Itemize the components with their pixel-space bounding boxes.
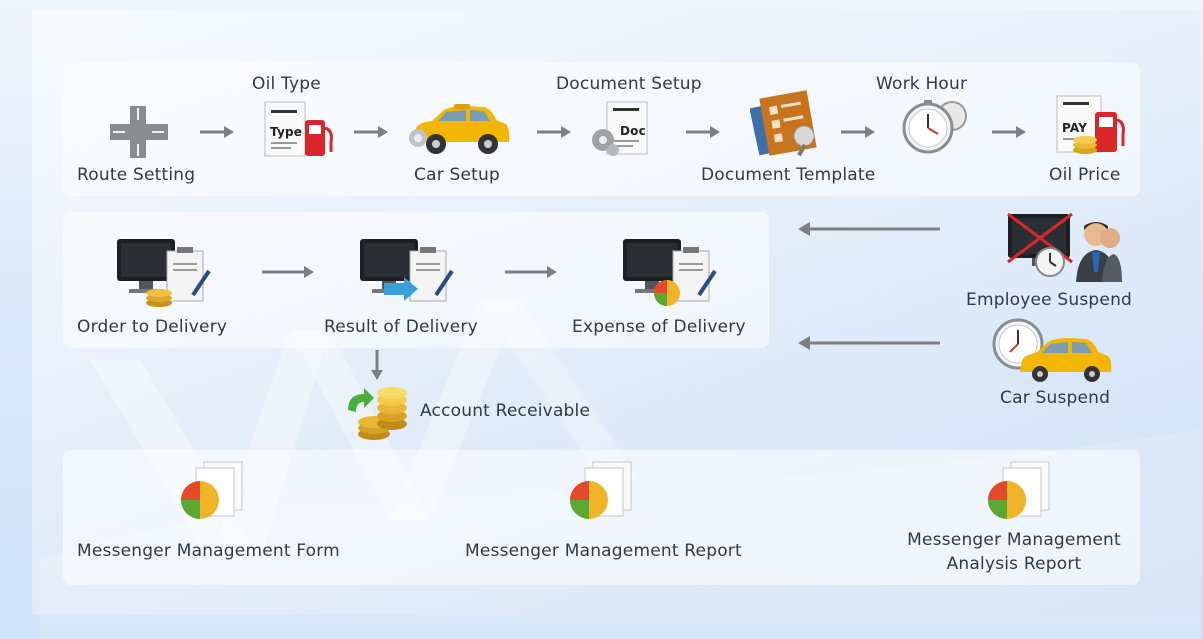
arrow-right-icon bbox=[992, 126, 1026, 138]
expense-of-delivery-label[interactable]: Expense of Delivery bbox=[572, 317, 746, 337]
result-monitor-icon[interactable] bbox=[358, 237, 456, 309]
car-setup-label[interactable]: Car Setup bbox=[414, 165, 500, 185]
setup-panel bbox=[63, 62, 1140, 196]
coins-refresh-icon[interactable] bbox=[342, 384, 412, 442]
arrow-down-icon bbox=[371, 350, 383, 380]
arrow-left-icon bbox=[798, 336, 940, 350]
pie-chart-document-icon[interactable] bbox=[985, 460, 1053, 524]
document-setup-doc-text: Doc bbox=[620, 124, 646, 138]
document-template-label[interactable]: Document Template bbox=[701, 165, 876, 185]
pie-chart-document-icon[interactable] bbox=[178, 460, 246, 524]
oil-type-doc-text: Type bbox=[270, 125, 303, 139]
order-monitor-icon[interactable] bbox=[115, 237, 213, 309]
arrow-right-icon bbox=[505, 266, 557, 278]
report-form-label[interactable]: Messenger Management Form bbox=[77, 541, 340, 561]
stopwatch-icon[interactable] bbox=[896, 100, 972, 154]
document-setup-icon[interactable] bbox=[589, 100, 655, 158]
oil-type-label[interactable]: Oil Type bbox=[252, 74, 321, 94]
route-setting-label[interactable]: Route Setting bbox=[77, 165, 196, 185]
arrow-right-icon bbox=[354, 126, 388, 138]
arrow-left-icon bbox=[798, 222, 940, 236]
arrow-right-icon bbox=[537, 126, 571, 138]
arrow-right-icon bbox=[200, 126, 234, 138]
oil-price-doc-text: PAY bbox=[1062, 121, 1088, 135]
report-label[interactable]: Messenger Management Report bbox=[465, 541, 742, 561]
employee-suspend-label[interactable]: Employee Suspend bbox=[966, 290, 1133, 310]
oil-price-icon[interactable] bbox=[1055, 94, 1127, 158]
car-suspend-icon[interactable] bbox=[990, 318, 1116, 382]
employee-suspend-icon[interactable] bbox=[1006, 212, 1122, 284]
analysis-report-label-line1[interactable]: Messenger Management bbox=[907, 530, 1121, 550]
expense-monitor-icon[interactable] bbox=[621, 237, 719, 309]
arrow-right-icon bbox=[686, 126, 720, 138]
result-of-delivery-label[interactable]: Result of Delivery bbox=[324, 317, 478, 337]
account-receivable-label[interactable]: Account Receivable bbox=[420, 401, 591, 421]
work-hour-label[interactable]: Work Hour bbox=[876, 74, 968, 94]
road-crossing-icon[interactable] bbox=[110, 106, 168, 158]
oil-price-label[interactable]: Oil Price bbox=[1049, 165, 1121, 185]
document-setup-label[interactable]: Document Setup bbox=[556, 74, 702, 94]
car-setup-icon[interactable] bbox=[406, 104, 512, 158]
analysis-report-label-line2[interactable]: Analysis Report bbox=[946, 554, 1082, 574]
order-to-delivery-label[interactable]: Order to Delivery bbox=[77, 317, 228, 337]
oil-type-document-icon[interactable] bbox=[263, 100, 335, 160]
document-template-icon[interactable] bbox=[750, 90, 822, 158]
car-suspend-label[interactable]: Car Suspend bbox=[1000, 388, 1111, 408]
arrow-right-icon bbox=[841, 126, 875, 138]
pie-chart-document-icon[interactable] bbox=[567, 460, 635, 524]
arrow-right-icon bbox=[262, 266, 314, 278]
